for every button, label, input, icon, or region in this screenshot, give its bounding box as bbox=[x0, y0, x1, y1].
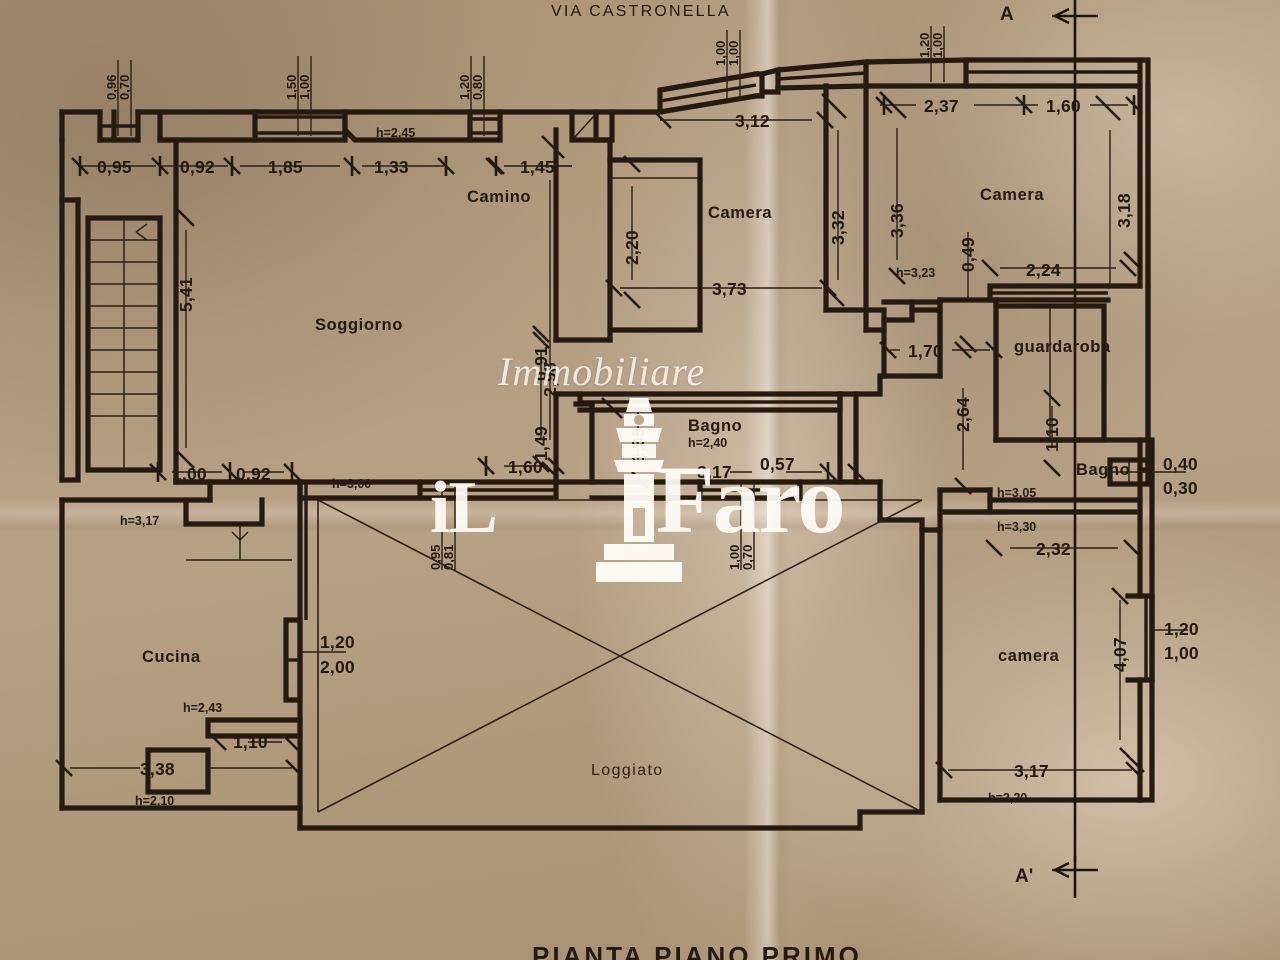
svg-text:1,20: 1,20 bbox=[320, 632, 355, 652]
room-label-soggiorno: Soggiorno bbox=[315, 316, 403, 334]
svg-text:0,40: 0,40 bbox=[1163, 454, 1198, 474]
height-3-30: h=3,30 bbox=[997, 520, 1036, 534]
svg-text:0,70: 0,70 bbox=[740, 545, 755, 570]
dim-1-35: 1,35 bbox=[628, 427, 648, 462]
opening-dim-top-left-c: 1,20 0,80 bbox=[457, 75, 485, 100]
walls-cucina bbox=[145, 497, 303, 795]
opening-dim-center-mid: 1,00 0,70 bbox=[727, 545, 755, 570]
svg-text:1,00: 1,00 bbox=[726, 41, 741, 66]
dim-3-73: 3,73 bbox=[712, 279, 747, 299]
svg-text:2,00: 2,00 bbox=[320, 657, 355, 677]
section-label-a-prime: A' bbox=[1015, 866, 1033, 887]
svg-text:1,00: 1,00 bbox=[297, 75, 312, 100]
svg-text:0,80: 0,80 bbox=[470, 75, 485, 100]
height-3-00: h=3,00 bbox=[332, 477, 371, 491]
room-label-cucina: Cucina bbox=[142, 648, 201, 666]
height-3-17: h=3,17 bbox=[120, 514, 159, 528]
dim-3-17-camera: 3,17 bbox=[1014, 761, 1049, 781]
opening-dim-bagno-right: 0,40 0,30 bbox=[1163, 454, 1198, 498]
svg-text:1,20: 1,20 bbox=[1164, 619, 1199, 639]
height-3-05: h=3,05 bbox=[997, 486, 1036, 500]
dim-4-07: 4,07 bbox=[1110, 637, 1130, 672]
svg-text:1,50: 1,50 bbox=[284, 75, 299, 100]
dim-5-41: 5,41 bbox=[176, 277, 196, 312]
dim-1-10-bagno: 1,10 bbox=[1042, 417, 1062, 452]
svg-text:0,70: 0,70 bbox=[117, 75, 132, 100]
opening-dim-top-mid: 1,00 1,00 bbox=[713, 41, 741, 66]
street-label: VIA CASTRONELLA bbox=[551, 3, 731, 20]
dim-3-12: 3,12 bbox=[735, 111, 770, 131]
svg-text:0,81: 0,81 bbox=[441, 545, 456, 570]
drawing-title: PIANTA PIANO PRIMO bbox=[532, 941, 862, 960]
opening-dim-top-right: 1,20 1,00 bbox=[917, 33, 945, 58]
opening-dim-cucina-door: 1,20 2,00 bbox=[320, 632, 355, 677]
svg-text:1,00: 1,00 bbox=[713, 41, 728, 66]
dim-1-60-bagno: 1,60 bbox=[508, 457, 543, 477]
dim-0-91: 0,91 bbox=[531, 346, 551, 381]
dim-2-32: 2,32 bbox=[1036, 539, 1071, 559]
room-label-guardaroba: guardaroba bbox=[1014, 338, 1111, 356]
room-label-camino: Camino bbox=[467, 188, 531, 206]
dim-0-92-b: 0,92 bbox=[236, 464, 271, 484]
room-label-camera-2: Camera bbox=[980, 186, 1044, 204]
dim-3-36: 3,36 bbox=[887, 203, 907, 238]
room-label-camera-1: Camera bbox=[708, 204, 772, 222]
walls-outer bbox=[59, 57, 1151, 443]
dim-0-49: 0,49 bbox=[958, 237, 978, 272]
dim-0-57: 0,57 bbox=[760, 454, 795, 474]
height-2-43: h=2,43 bbox=[183, 701, 222, 715]
dim-3-32: 3,32 bbox=[828, 210, 848, 245]
dim-2-64: 2,64 bbox=[953, 397, 973, 432]
opening-dim-camera-right: 1,20 1,00 bbox=[1164, 619, 1199, 663]
room-label-bagno-1: Bagno bbox=[688, 417, 742, 435]
dim-1-45: 1,45 bbox=[520, 157, 555, 177]
svg-text:1,00: 1,00 bbox=[727, 545, 742, 570]
dim-1-33: 1,33 bbox=[374, 157, 409, 177]
room-label-camera-3: camera bbox=[998, 647, 1060, 665]
dim-1-85: 1,85 bbox=[268, 157, 303, 177]
walls-right-block bbox=[823, 83, 1155, 803]
svg-text:0,96: 0,96 bbox=[104, 75, 119, 100]
opening-dim-center-left: 0,95 0,81 bbox=[428, 545, 456, 570]
section-line-a-a bbox=[1052, 0, 1098, 898]
dim-1-49: 1,49 bbox=[531, 426, 551, 461]
dim-2-24: 2,24 bbox=[1026, 260, 1061, 280]
height-2-20: h=2,20 bbox=[988, 791, 1027, 805]
svg-text:0,95: 0,95 bbox=[428, 545, 443, 570]
svg-text:1,00: 1,00 bbox=[930, 33, 945, 58]
svg-text:1,00: 1,00 bbox=[1164, 643, 1199, 663]
dim-1-60-top: 1,60 bbox=[1046, 96, 1081, 116]
room-label-loggiato: Loggiato bbox=[591, 762, 664, 779]
height-3-23: h=3,23 bbox=[896, 266, 935, 280]
dim-0-95: 0,95 bbox=[97, 157, 132, 177]
svg-text:1,20: 1,20 bbox=[457, 75, 472, 100]
walls-left-block bbox=[59, 109, 559, 811]
height-2-40: h=2,40 bbox=[688, 436, 727, 450]
svg-text:0,30: 0,30 bbox=[1163, 478, 1198, 498]
dim-1-10-cucina: 1,10 bbox=[233, 732, 268, 752]
dim-2-20-camera: 2,20 bbox=[622, 230, 642, 265]
dim-0-92-a: 0,92 bbox=[180, 157, 215, 177]
dim-3-18: 3,18 bbox=[1114, 193, 1134, 228]
dim-2-98: 2,98 bbox=[540, 362, 560, 397]
section-label-a: A bbox=[1000, 4, 1014, 25]
height-2-45: h=2,45 bbox=[376, 126, 415, 140]
dim-1-00-left: 1,00 bbox=[172, 464, 207, 484]
room-label-bagno-2: Bagno bbox=[1076, 461, 1130, 479]
dim-1-70: 1,70 bbox=[908, 341, 943, 361]
dim-3-17-bagno: 3,17 bbox=[697, 462, 732, 482]
svg-text:1,20: 1,20 bbox=[917, 33, 932, 58]
walls-middle bbox=[553, 127, 943, 485]
height-2-10: h=2,10 bbox=[135, 794, 174, 808]
opening-dim-top-left-b: 1,50 1,00 bbox=[284, 75, 312, 100]
opening-dim-top-left-a: 0,96 0,70 bbox=[104, 75, 132, 100]
dim-2-37: 2,37 bbox=[924, 96, 959, 116]
dim-3-38: 3,38 bbox=[140, 759, 175, 779]
